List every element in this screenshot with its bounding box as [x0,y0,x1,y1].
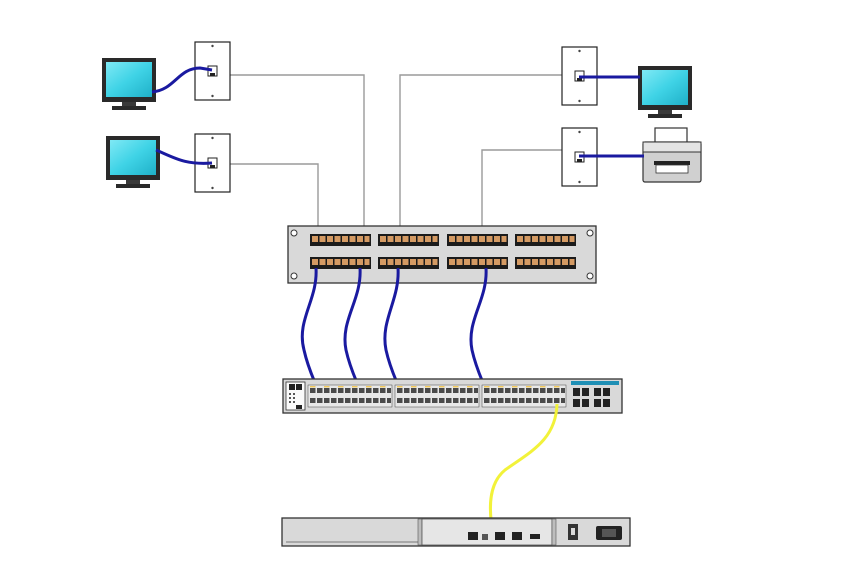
patch-cable-4 [469,267,488,391]
patch-cable-3 [383,267,402,391]
patch-panel-icon [287,225,597,284]
switch-icon [282,378,623,414]
printer-icon [642,127,702,183]
patch-panel [287,225,597,284]
monitor-icon [102,58,156,110]
patch-cord-ws2 [155,148,213,165]
horizontal-cable-1 [230,74,365,232]
printer-1 [642,127,702,183]
patch-cable-2 [343,267,362,391]
wall-jack-1 [194,41,231,101]
patch-cord-ws1 [151,66,213,94]
workstation-2 [106,136,160,188]
device-patch-cords [151,66,644,165]
horizontal-cable-3 [399,74,563,232]
monitor-icon [106,136,160,188]
router-icon [281,517,631,547]
wall-jack-icon [194,41,231,101]
workstation-1 [102,58,156,110]
panel-to-switch-patch-cables [300,267,488,391]
monitor-icon [638,66,692,118]
patch-cable-1 [300,267,320,391]
switch [282,378,623,414]
uplink-cable [488,403,559,539]
horizontal-cable-4 [481,149,563,232]
workstation-3 [638,66,692,118]
router [281,517,631,547]
horizontal-cabling [230,74,563,232]
horizontal-cable-2 [230,163,319,232]
